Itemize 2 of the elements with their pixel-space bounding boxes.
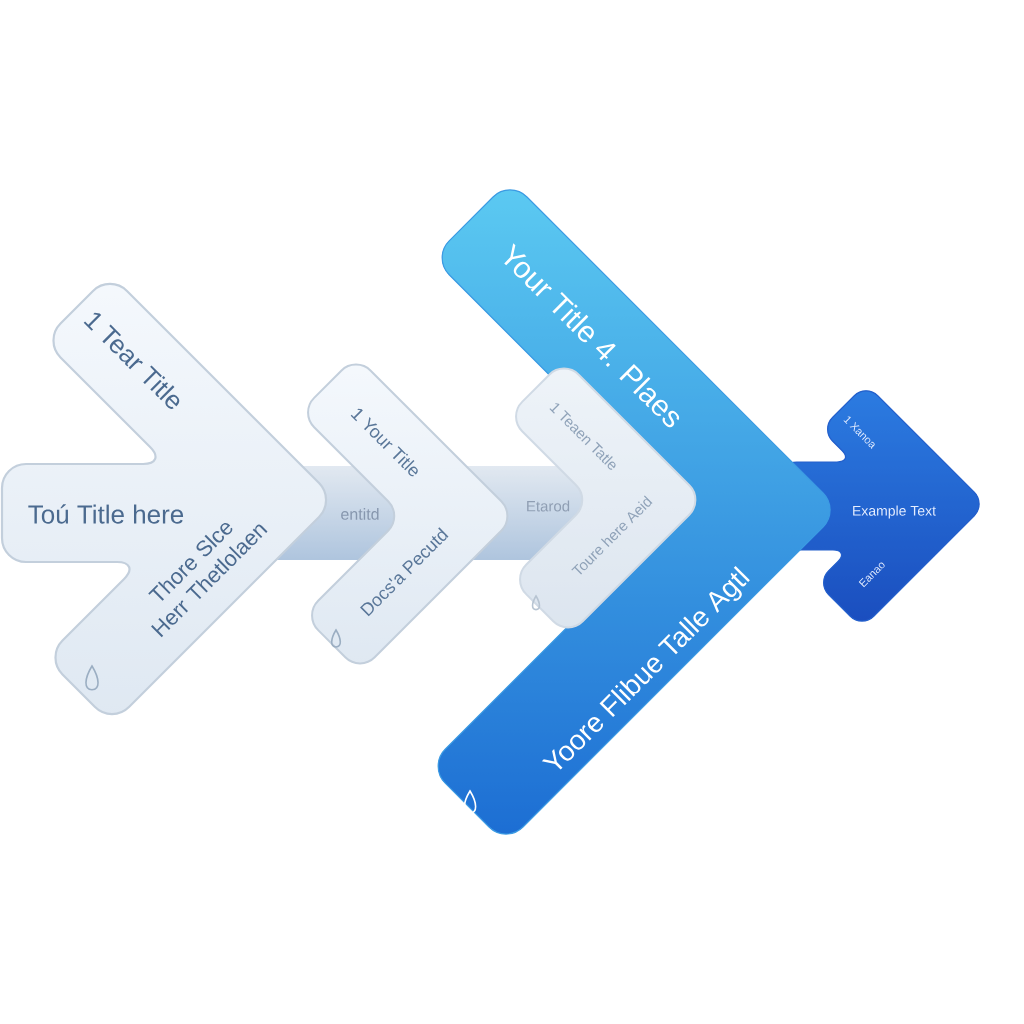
band-text: entitd [341, 508, 379, 520]
panel-text: Toú Title here [28, 504, 184, 524]
